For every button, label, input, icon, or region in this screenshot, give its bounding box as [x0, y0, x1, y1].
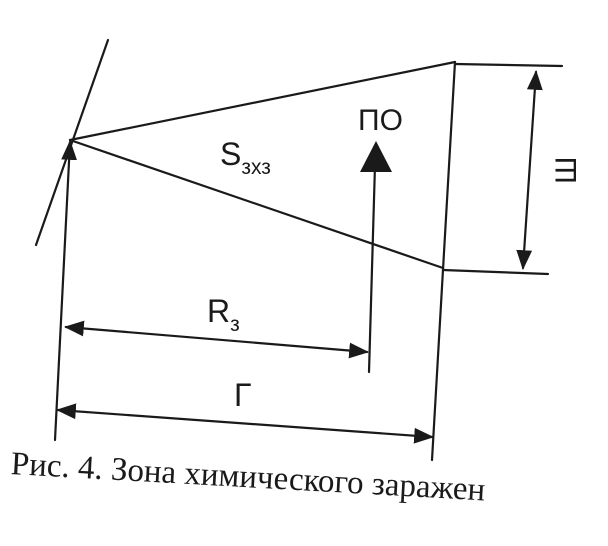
width-label: Ш [550, 157, 583, 185]
width-bottom-extension [441, 268, 550, 276]
width-dimension-arrow [516, 70, 543, 270]
radius-label: Rз [207, 293, 240, 336]
zone-upper-edge [68, 60, 457, 142]
po-triangle-marker [360, 141, 392, 172]
source-vertical-line [53, 140, 78, 442]
po-vertical-line [367, 163, 377, 374]
depth-dimension-arrow [56, 403, 434, 444]
width-top-extension [453, 62, 564, 68]
zone-lower-edge [68, 138, 445, 270]
po-label: ПО [358, 104, 403, 137]
depth-label: Г [234, 377, 251, 413]
radius-dimension-arrow [64, 320, 369, 359]
zone-boundary-line [430, 60, 457, 462]
area-label: Sзхз [220, 136, 271, 179]
wind-direction-line [34, 38, 110, 247]
